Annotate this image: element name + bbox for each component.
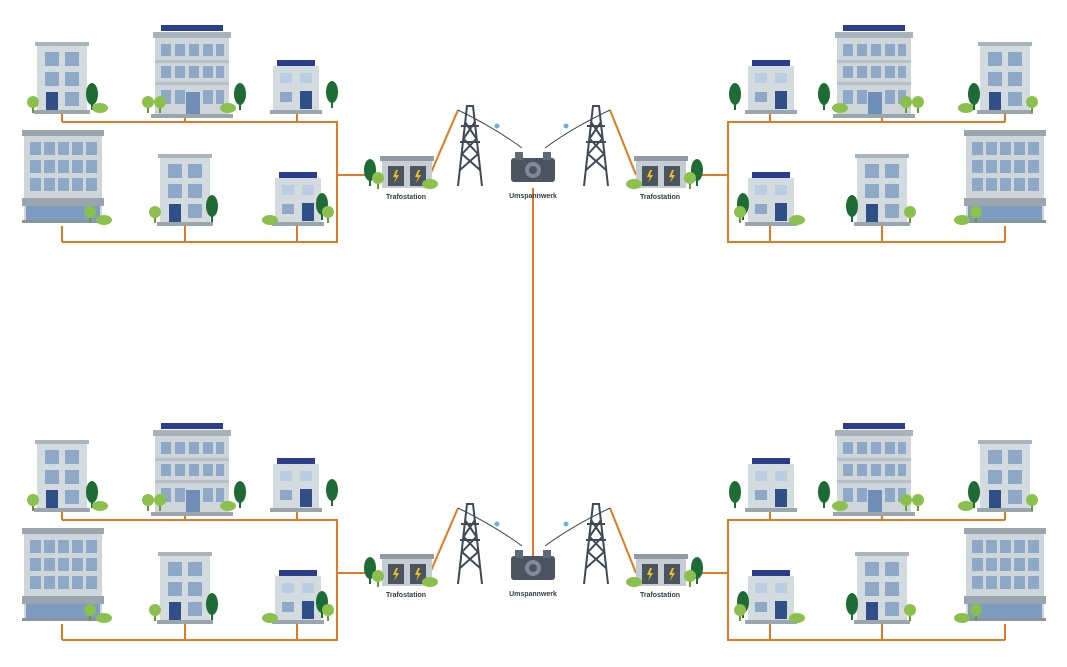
bush-icon (626, 179, 642, 189)
trafostation-icon (634, 554, 688, 586)
building (157, 154, 213, 226)
tree-icon (326, 479, 338, 506)
substation-bottom: Umspannwerk Trafostation Trafostation (364, 503, 703, 599)
bush-icon (958, 501, 974, 511)
power-tower-icon (583, 503, 609, 585)
building (977, 440, 1033, 512)
building (270, 60, 322, 114)
trafostation-label: Trafostation (640, 194, 680, 201)
power-cables (61, 109, 1006, 641)
power-tower-icon (457, 503, 483, 585)
transformer-icon (511, 152, 555, 182)
building (977, 42, 1033, 114)
bush-icon (958, 103, 974, 113)
bush-icon (92, 501, 108, 511)
bush-icon (954, 215, 970, 225)
bush-icon (789, 613, 805, 623)
tree-icon (322, 206, 334, 223)
tree-icon (846, 195, 858, 222)
bush-icon (626, 577, 642, 587)
umspannwerk-label: Umspannwerk (509, 193, 557, 200)
building (34, 42, 90, 114)
building (272, 570, 324, 624)
trafostation-icon (634, 156, 688, 188)
building (854, 154, 910, 226)
bush-icon (422, 577, 438, 587)
tree-icon (734, 604, 746, 621)
building (34, 440, 90, 512)
tree-icon (322, 604, 334, 621)
district-top-right (729, 25, 1046, 226)
tree-icon (818, 83, 830, 110)
bush-icon (96, 613, 112, 623)
building (157, 552, 213, 624)
tree-icon (326, 81, 338, 108)
insulator-icon (494, 123, 500, 129)
power-tower-icon (457, 105, 483, 187)
tree-icon (818, 481, 830, 508)
bush-icon (832, 103, 848, 113)
district-top-left (22, 25, 338, 226)
trafostation-label: Trafostation (640, 592, 680, 599)
umspannwerk-label: Umspannwerk (509, 591, 557, 598)
trafostation-label: Trafostation (386, 194, 426, 201)
tree-icon (912, 494, 924, 511)
district-bottom-right (729, 423, 1046, 624)
tree-icon (729, 83, 741, 110)
bush-icon (789, 215, 805, 225)
tree-icon (734, 206, 746, 223)
building (745, 570, 797, 624)
tree-icon (729, 481, 741, 508)
building (745, 60, 797, 114)
building (745, 172, 797, 226)
tree-icon (149, 604, 161, 621)
bush-icon (262, 215, 278, 225)
insulator-icon (494, 521, 500, 527)
tree-icon (142, 96, 154, 113)
tree-icon (234, 481, 246, 508)
tree-icon (142, 494, 154, 511)
power-tower-icon (583, 105, 609, 187)
tree-icon (846, 593, 858, 620)
bush-icon (220, 103, 236, 113)
building (272, 172, 324, 226)
tree-icon (234, 83, 246, 110)
building (270, 458, 322, 512)
tree-icon (912, 96, 924, 113)
bush-icon (832, 501, 848, 511)
insulator-icon (563, 521, 569, 527)
bush-icon (92, 103, 108, 113)
bush-icon (954, 613, 970, 623)
building (854, 552, 910, 624)
trafostation-label: Trafostation (386, 592, 426, 599)
bush-icon (96, 215, 112, 225)
insulator-icon (563, 123, 569, 129)
bush-icon (262, 613, 278, 623)
bush-icon (422, 179, 438, 189)
building (745, 458, 797, 512)
tree-icon (149, 206, 161, 223)
district-bottom-left (22, 423, 338, 624)
bush-icon (220, 501, 236, 511)
substation-top: Umspannwerk Trafostation Trafostation (364, 105, 703, 201)
